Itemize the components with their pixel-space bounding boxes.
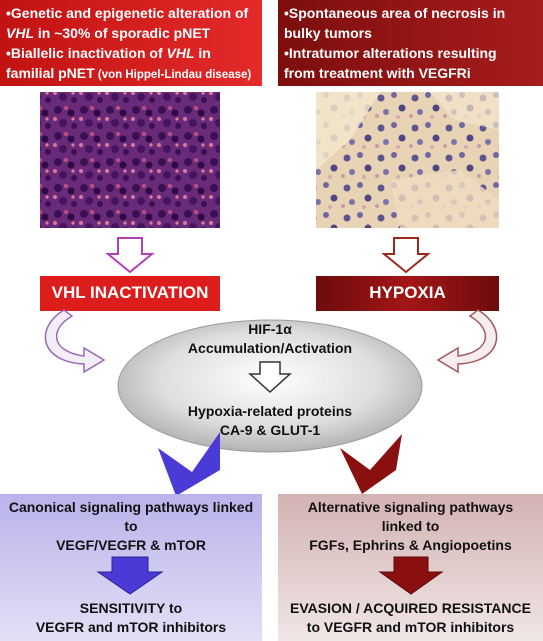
ellipse-down-arrow-icon (248, 361, 292, 394)
vhl-label-bg (40, 276, 220, 311)
top-right-box-bg (278, 0, 543, 86)
bottom-right-down-arrow-icon (378, 556, 444, 595)
vhl-histology-image (40, 92, 220, 228)
evasion-line2: to VEGFR and mTOR inhibitors (306, 619, 515, 635)
hif-line2: Accumulation/Activation (187, 340, 353, 356)
alternative-line1: Alternative signaling pathways (307, 499, 514, 515)
down-arrow-left-icon (105, 237, 155, 274)
top-left-line2-em: VHL (6, 25, 34, 41)
alternative-line3: FGFs, Ephrins & Angiopoetins (309, 537, 512, 553)
sensitivity-line1: SENSITIVITY to (79, 600, 183, 616)
red-chevron-icon (340, 434, 402, 494)
alternative-line2: linked to (381, 518, 440, 534)
top-right-line2: bulky tumors (284, 25, 372, 41)
canonical-line2: to (124, 518, 138, 534)
top-right-line3: •Intratumor alterations resulting (284, 45, 497, 61)
bottom-right-text-bottom: EVASION / ACQUIRED RESISTANCE to VEGFR a… (278, 599, 543, 637)
down-arrow-right-icon (381, 237, 431, 274)
hif-line1: HIF-1α (248, 321, 292, 337)
hypoxia-label-bg (316, 276, 499, 311)
top-right-line1: •Spontaneous area of necrosis in (284, 5, 506, 21)
vhl-inactivation-label: VHL INACTIVATION (51, 283, 209, 302)
sensitivity-line2: VEGFR and mTOR inhibitors (35, 619, 227, 635)
bottom-left-text-top: Canonical signaling pathways linked to V… (0, 498, 262, 555)
ca9-glut1-line: CA-9 & GLUT-1 (219, 422, 321, 438)
top-right-line4: from treatment with VEGFRi (284, 65, 471, 81)
top-left-line4-small: (von Hippel-Lindau disease) (94, 69, 252, 81)
canonical-line1: Canonical signaling pathways linked (8, 499, 254, 515)
top-left-line3-post: in (194, 45, 211, 61)
top-right-text: •Spontaneous area of necrosis in bulky t… (278, 0, 543, 86)
curved-arrow-left-icon (44, 309, 106, 374)
canonical-line3: VEGF/VEGFR & mTOR (56, 537, 206, 553)
hypoxia-label: HYPOXIA (369, 283, 446, 302)
top-left-line3: •Biallelic inactivation of (6, 45, 167, 61)
bottom-right-text-top: Alternative signaling pathways linked to… (278, 498, 543, 555)
top-left-line1: •Genetic and epigenetic alteration of (6, 5, 249, 21)
top-left-line2: in ~30% of sporadic pNET (34, 25, 211, 41)
hypoxia-proteins-line: Hypoxia-related proteins (187, 403, 353, 419)
ellipse-text-top: HIF-1α Accumulation/Activation (118, 320, 422, 358)
top-left-line4: familial pNET (6, 65, 95, 81)
bottom-left-down-arrow-icon (96, 556, 164, 595)
evasion-line1: EVASION / ACQUIRED RESISTANCE (290, 600, 531, 616)
curved-arrow-right-icon (436, 309, 498, 374)
bottom-left-text-bottom: SENSITIVITY to VEGFR and mTOR inhibitors (0, 599, 262, 637)
blue-chevron-icon (158, 432, 220, 496)
ellipse-text-bottom: Hypoxia-related proteins CA-9 & GLUT-1 (118, 402, 422, 440)
hypoxia-histology-image (316, 92, 499, 228)
top-left-text: •Genetic and epigenetic alteration of VH… (0, 0, 262, 86)
top-left-line3-em: VHL (166, 45, 195, 61)
top-left-box-bg (0, 0, 262, 86)
